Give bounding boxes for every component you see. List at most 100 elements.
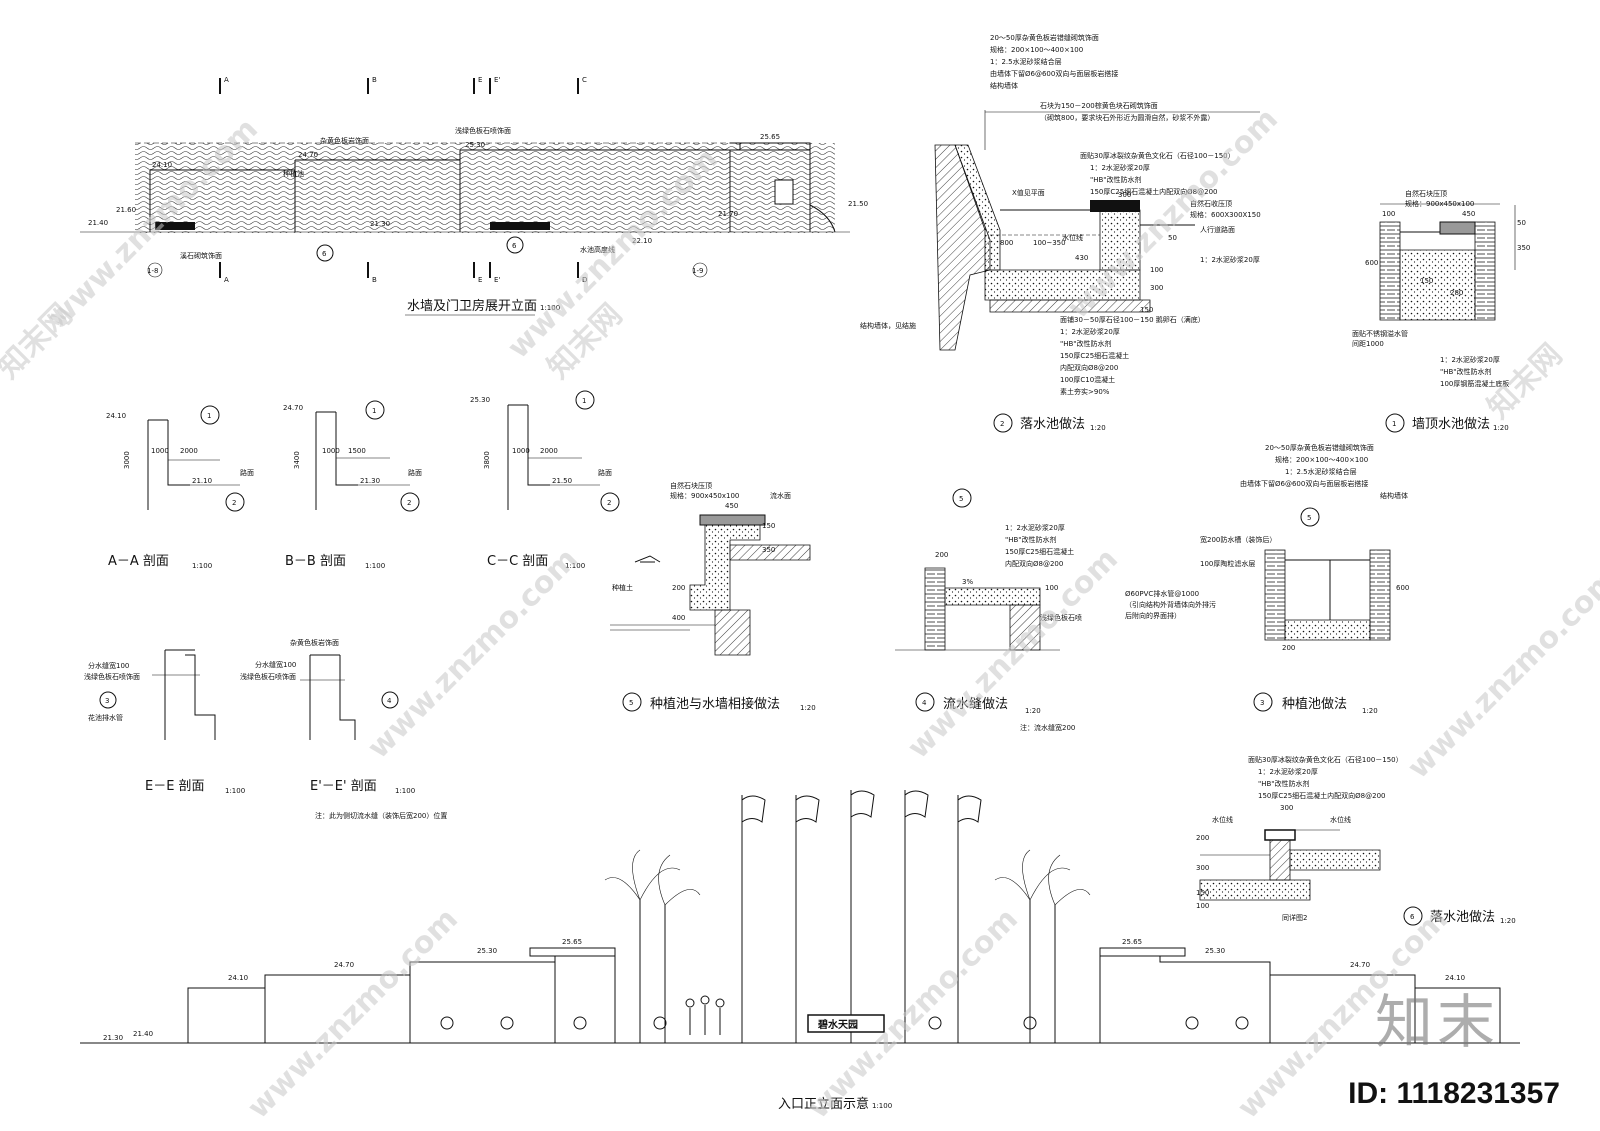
ent-level-24-10-r: 24.10 bbox=[1445, 974, 1465, 982]
d1-spec-0: 自然石块压顶 bbox=[1405, 189, 1447, 198]
d4-dim-100: 100 bbox=[1045, 584, 1058, 592]
title-entrance: 入口正立面示意 bbox=[778, 1096, 869, 1112]
aa-callout-2: 2 bbox=[232, 499, 236, 507]
title-detail-5: 种植池与水墙相接做法 bbox=[650, 696, 780, 712]
d2-number: 2 bbox=[1000, 420, 1004, 428]
watermark-cn-1: 知末网 bbox=[0, 297, 79, 385]
d3-spec-8: （引向结构外背墙体向外排污 bbox=[1125, 600, 1216, 609]
section-ee: 分水缝宽100 浅绿色板石喷饰面 花池排水管 3 E－E 剖面 1:100 bbox=[84, 649, 245, 795]
d2-spec-1: 规格：200×100～400×100 bbox=[990, 45, 1083, 54]
d2-spec-4: 结构墙体 bbox=[990, 81, 1018, 90]
ee-note-1: 分水缝宽100 bbox=[88, 661, 129, 670]
watermark-url-8: www.znzmo.com bbox=[801, 902, 1025, 1126]
level-21-30: 21.30 bbox=[370, 220, 390, 228]
scale-section-e2: 1:100 bbox=[395, 787, 415, 795]
ent-level-24-70-l: 24.70 bbox=[334, 961, 354, 969]
d1-dim-600: 600 bbox=[1365, 259, 1378, 267]
marker-e-top: E bbox=[478, 76, 482, 84]
ee-note-2: 浅绿色板石喷饰面 bbox=[84, 672, 140, 681]
cc-road: 路面 bbox=[598, 468, 612, 477]
d2-dim-150: 150 bbox=[1140, 306, 1153, 314]
d1-dim-280: 280 bbox=[1450, 289, 1463, 297]
d2-right-0: 面贴30厚冰裂纹杂黄色文化石（石径100－150） bbox=[1080, 151, 1235, 160]
ee-footnote: 注：此为侧切流水缝（装饰后宽200）位置 bbox=[315, 811, 447, 820]
d2-dim-100-350: 100~350 bbox=[1033, 239, 1066, 247]
cc-width2: 1000 bbox=[512, 447, 530, 455]
d1-spec-2: 面贴不锈钢溢水管 bbox=[1352, 329, 1408, 338]
grid-tag-1-9: 1-9 bbox=[692, 267, 703, 275]
marker-d-bottom: D bbox=[582, 276, 587, 284]
bb-width2: 1000 bbox=[322, 447, 340, 455]
e2-note-1: 杂黄色板岩饰面 bbox=[290, 638, 339, 647]
level-21-40: 21.40 bbox=[88, 219, 108, 227]
aa-callout-1: 1 bbox=[207, 412, 211, 420]
d2-spec-3: 由墙体下留Ø6@600双向与面层板岩搭接 bbox=[990, 69, 1118, 78]
flagpoles bbox=[741, 790, 982, 1043]
d2-bottom-0: 面铺30－50厚石径100－150 鹅卵石（满底） bbox=[1060, 315, 1205, 324]
d2-bottom-3: 150厚C25细石混凝土 bbox=[1060, 351, 1129, 360]
d2-dim-300b: 300 bbox=[1150, 284, 1163, 292]
water-wall-elevation: 24.10 24.70 25.30 25.65 21.40 21.60 21.3… bbox=[80, 76, 868, 316]
level-21-60: 21.60 bbox=[116, 206, 136, 214]
d2-bottom-6: 素土夯实>90% bbox=[1060, 387, 1110, 396]
d2-bottom-2: "HB"改性防水剂 bbox=[1060, 339, 1112, 348]
d6-dim-100: 100 bbox=[1196, 902, 1209, 910]
scale-elevation: 1:100 bbox=[540, 304, 560, 312]
title-detail-2: 落水池做法 bbox=[1020, 417, 1085, 432]
ent-level-25-30-r: 25.30 bbox=[1205, 947, 1225, 955]
d6-waterline: 水位线 bbox=[1212, 815, 1233, 824]
d3-spec-4: 结构墙体 bbox=[1380, 491, 1408, 500]
bb-width: 1500 bbox=[348, 447, 366, 455]
level-21-70: 21.70 bbox=[718, 210, 738, 218]
d2-bottom-1: 1：2水泥砂浆20厚 bbox=[1060, 327, 1120, 336]
d4-number: 4 bbox=[922, 699, 927, 707]
section-e2: 杂黄色板岩饰面 分水缝宽100 浅绿色板石喷饰面 4 E'－E' 剖面 1:10… bbox=[240, 638, 447, 820]
d5-spec-2: 流水面 bbox=[770, 491, 791, 500]
d1-spec-1: 规格：900x450x100 bbox=[1405, 199, 1474, 208]
d2-right-4: 自然石收压顶 bbox=[1190, 199, 1232, 208]
marker-b-bottom: B bbox=[372, 276, 377, 284]
cc-width: 2000 bbox=[540, 447, 558, 455]
d5-dim-450: 450 bbox=[725, 502, 738, 510]
d1-dim-50: 50 bbox=[1517, 219, 1526, 227]
scale-detail-2: 1:20 bbox=[1090, 424, 1106, 432]
title-detail-4: 流水缝做法 bbox=[943, 697, 1008, 712]
scale-detail-3: 1:20 bbox=[1362, 707, 1378, 715]
d3-dim-600: 600 bbox=[1396, 584, 1409, 592]
image-id-label: ID: 1118231357 bbox=[1348, 1077, 1560, 1110]
d4-spec-1: "HB"改性防水剂 bbox=[1005, 535, 1057, 544]
title-section-bb: B－B 剖面 bbox=[285, 554, 346, 569]
level-25-30: 25.30 bbox=[465, 141, 485, 149]
d2-spec-5: 石块为150－200棕黄色块石砌筑饰面 bbox=[1040, 101, 1158, 110]
detail-2: 20～50厚杂黄色板岩错缝砌筑饰面 规格：200×100～400×100 1：2… bbox=[860, 33, 1261, 433]
d2-right-2: "HB"改性防水剂 bbox=[1090, 175, 1142, 184]
d2-dim-300: 300 bbox=[1118, 191, 1131, 199]
bb-height: 3400 bbox=[293, 451, 301, 469]
title-section-e2: E'－E' 剖面 bbox=[310, 779, 377, 794]
d4-spec-3: 内配双向Ø8@200 bbox=[1005, 559, 1063, 568]
d2-spec-2: 1：2.5水泥砂浆结合层 bbox=[990, 57, 1062, 66]
entrance-elevation: 碧水天园 24.10 24.70 25.30 25.65 25.65 25.30… bbox=[80, 790, 1520, 1112]
marker-a-top: A bbox=[224, 76, 229, 84]
callout-6a: 6 bbox=[322, 250, 327, 258]
section-markers: A B E E' C A B E E' D bbox=[219, 76, 587, 284]
ent-level-24-70-r: 24.70 bbox=[1350, 961, 1370, 969]
ent-level-25-65-r: 25.65 bbox=[1122, 938, 1142, 946]
marker-c-top: C bbox=[582, 76, 587, 84]
d6-spec-2: "HB"改性防水剂 bbox=[1258, 779, 1310, 788]
aa-low: 21.10 bbox=[192, 477, 212, 485]
bb-top: 24.70 bbox=[283, 404, 303, 412]
aa-height: 3000 bbox=[123, 451, 131, 469]
spheres bbox=[440, 1016, 1249, 1030]
title-section-ee: E－E 剖面 bbox=[145, 779, 205, 794]
label-pool-line: 水池高度线 bbox=[580, 245, 615, 254]
d6-spec-0: 面贴30厚冰裂纹杂黄色文化石（石径100－150） bbox=[1248, 755, 1403, 764]
d6-spec-4: 水位线 bbox=[1330, 815, 1351, 824]
watermark-url-7: www.znzmo.com bbox=[241, 902, 465, 1126]
d2-right-1: 1：2水泥砂浆20厚 bbox=[1090, 163, 1150, 172]
scale-detail-6: 1:20 bbox=[1500, 917, 1516, 925]
d3-spec-2: 1：2.5水泥砂浆结合层 bbox=[1285, 467, 1357, 476]
d6-spec-3: 150厚C25细石混凝土内配双向Ø8@200 bbox=[1258, 791, 1385, 800]
level-24-10: 24.10 bbox=[152, 161, 172, 169]
